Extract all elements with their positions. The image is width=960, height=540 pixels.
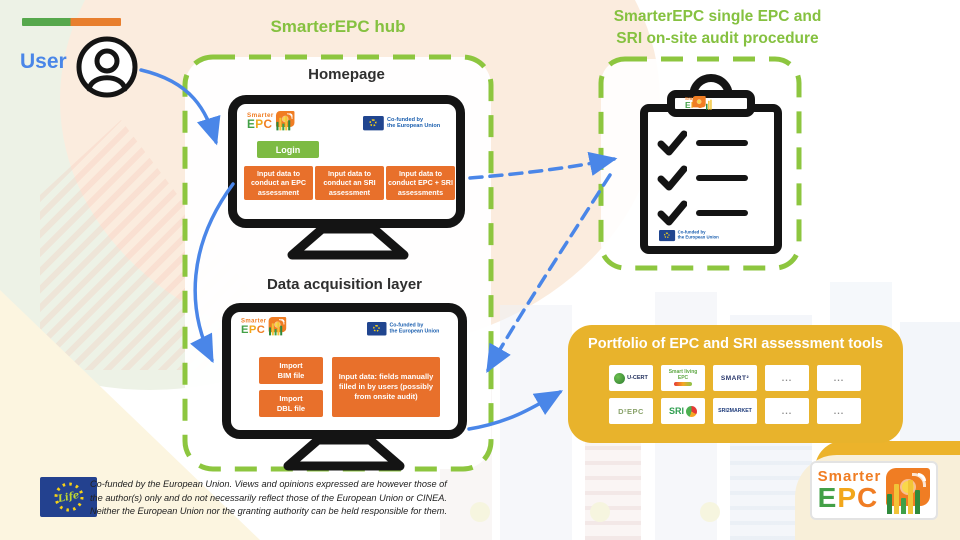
tool-tile-smart2: SMART² [713, 365, 757, 391]
eu-cofunded-logo: Co-funded by the European Union [367, 322, 464, 340]
tool-tile-more: ... [817, 398, 861, 424]
brand-color-bar [22, 18, 121, 26]
input-sri-button[interactable]: Input data to conduct an SRI assessment [315, 166, 384, 200]
tool-tile-more: ... [765, 398, 809, 424]
eu-flag-icon [363, 116, 384, 131]
eu-flag-icon [659, 230, 676, 242]
tool-tile-d2epc: D²EPC [609, 398, 653, 424]
tool-tile-more: ... [817, 365, 861, 391]
tool-tile-ucert: U-CERT [609, 365, 653, 391]
eu-disclaimer: Co-funded by the European Union. Views a… [90, 479, 448, 516]
audit-title-line1: SmarterEPC single EPC and [613, 8, 822, 25]
logo-chart-icon [886, 467, 931, 514]
checkmark-icon [657, 165, 687, 191]
tool-grid: U-CERT Smart living EPC SMART² ... ... D… [609, 365, 863, 424]
hub-title: SmarterEPC hub [270, 17, 406, 36]
checklist-line [696, 209, 748, 217]
sri-pie-icon [686, 405, 697, 417]
checklist-line [696, 174, 748, 182]
eu-cofunded-logo: Co-funded by the European Union [659, 230, 756, 248]
data-acquisition-monitor: Smarter E P C [222, 303, 467, 439]
tool-tile-smart-living-epc: Smart living EPC [661, 365, 705, 391]
import-dbl-button[interactable]: Import DBL file [259, 390, 323, 417]
eu-cofunded-logo: Co-funded by the European Union [363, 116, 460, 134]
login-button[interactable]: Login [257, 141, 319, 158]
u-cert-globe-icon [614, 372, 626, 384]
homepage-title: Homepage [308, 66, 385, 83]
checklist-row [657, 200, 748, 226]
user-label: User [20, 50, 67, 73]
input-epc-sri-button[interactable]: Input data to conduct EPC + SRI assessme… [386, 166, 455, 200]
input-epc-button[interactable]: Input data to conduct an EPC assessment [244, 166, 313, 200]
smart-living-arc-icon [674, 382, 692, 386]
import-bim-button[interactable]: Import BIM file [259, 357, 323, 384]
tool-tile-sri: SRI [661, 398, 705, 424]
checkmark-icon [657, 130, 687, 156]
portfolio-panel: Portfolio of EPC and SRI assessment tool… [568, 325, 903, 443]
homepage-monitor-stand [287, 224, 409, 260]
smarterepc-logo: Smarter E P C [685, 96, 725, 142]
checklist-row [657, 165, 748, 191]
data-acquisition-monitor-stand [283, 435, 405, 471]
tool-tile-sri2market: SRI2MARKET [713, 398, 757, 424]
audit-title: SmarterEPC single EPC and SRI on-site au… [575, 6, 860, 49]
data-acquisition-title: Data acquisition layer [266, 276, 423, 293]
portfolio-title: Portfolio of EPC and SRI assessment tool… [588, 336, 883, 352]
logo-chart-icon [268, 317, 287, 336]
manual-input-button[interactable]: Input data: fields manually filled in by… [332, 357, 440, 417]
eu-flag-icon [367, 322, 387, 336]
audit-title-line2: SRI on-site audit procedure [616, 29, 819, 47]
life-programme-logo: Life [40, 477, 97, 517]
life-star-ring-icon [54, 482, 83, 512]
homepage-monitor: Smarter E P C [228, 95, 465, 228]
checkmark-icon [657, 200, 687, 226]
logo-chart-icon [275, 111, 295, 131]
user-icon [76, 36, 138, 98]
tool-tile-more: ... [765, 365, 809, 391]
smarterepc-brand-logo: Smarter E P C [810, 461, 938, 520]
